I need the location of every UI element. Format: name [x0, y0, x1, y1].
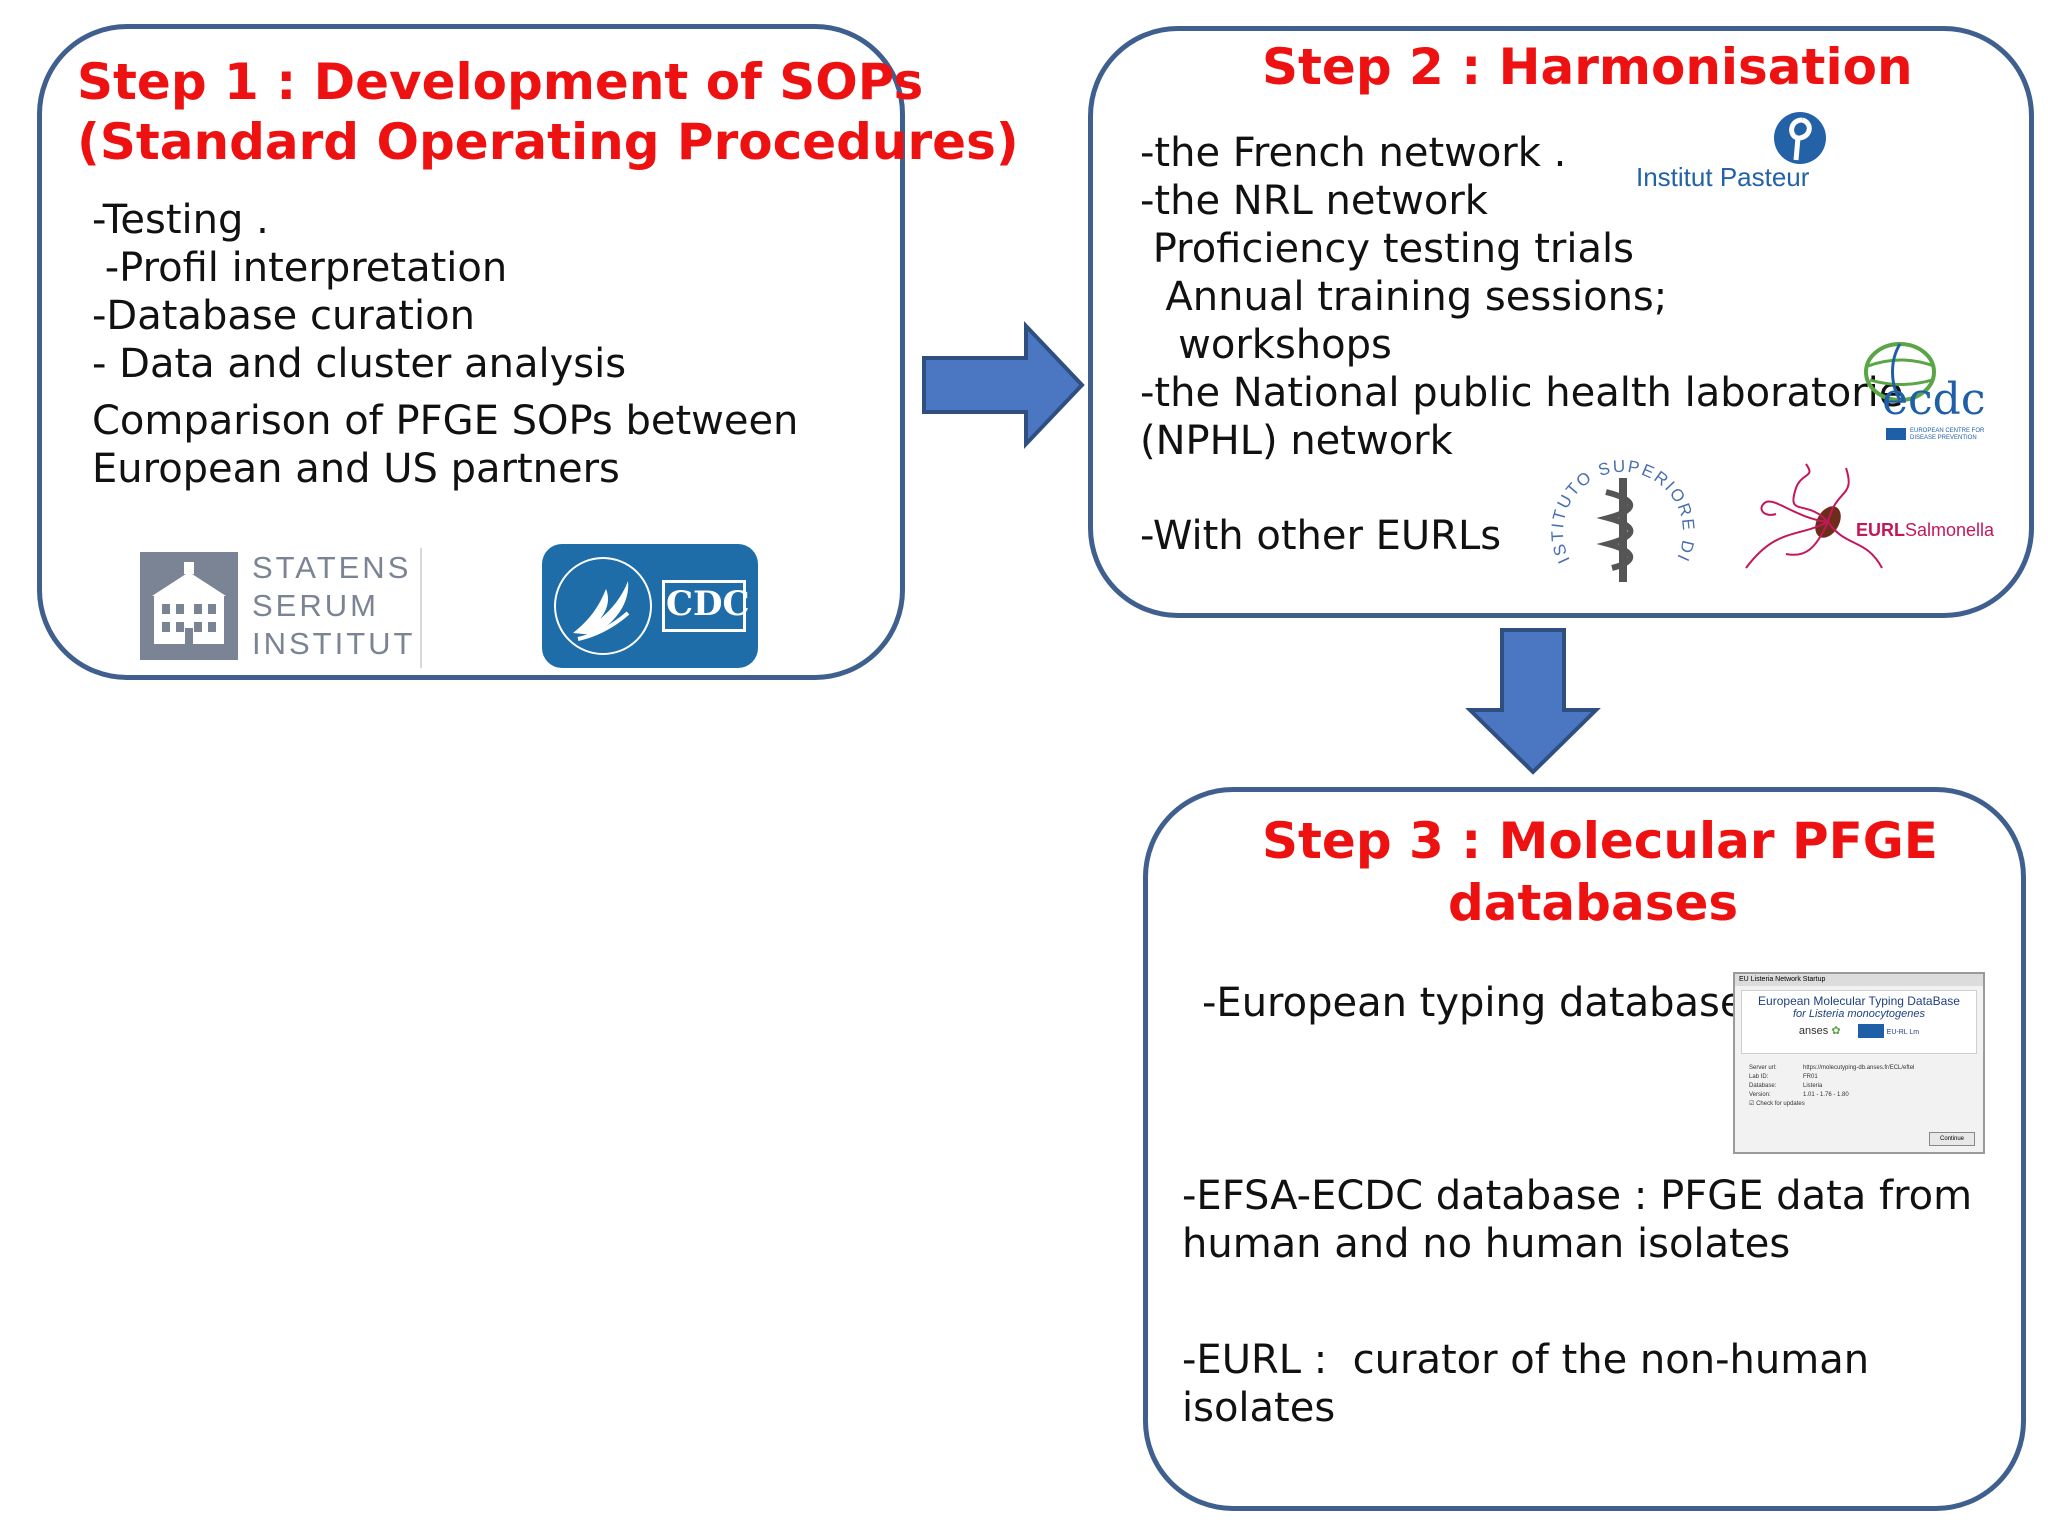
arrow-down-icon	[1465, 628, 1601, 775]
eurl-prefix: EURL	[1856, 520, 1905, 540]
ecdc-eu-flag	[1886, 428, 1906, 440]
step2-box	[1088, 26, 2034, 618]
eurl-salmonella-logo: EURLSalmonella	[1736, 458, 1994, 578]
hhs-eagle-icon	[554, 557, 652, 655]
db-field-value: 1.01 - 1.76 - 1.80	[1803, 1092, 1849, 1098]
step1-item-testing: -Testing .	[92, 197, 269, 243]
db-field-row: Lab ID: FR01	[1749, 1073, 1969, 1082]
step3-item-efsa-line2: human and no human isolates	[1182, 1221, 1791, 1267]
anses-text: anses	[1798, 1025, 1829, 1037]
eurl-label: EURLSalmonella	[1856, 520, 1994, 541]
db-continue-button[interactable]: Continue	[1929, 1132, 1975, 1146]
db-field-label: Database:	[1749, 1083, 1777, 1089]
step2-item-french: -the French network .	[1140, 130, 1567, 176]
iss-logo: ISTITUTO SUPERIORE DI SANITÀ	[1541, 433, 1698, 598]
eurl-lm-text: EU-RL Lm	[1886, 1029, 1920, 1036]
db-header-line1: European Molecular Typing DataBase	[1758, 994, 1960, 1008]
ecdc-subtitle: EUROPEAN CENTRE FOR DISEASE PREVENTION	[1910, 428, 1985, 441]
db-header-line2: for Listeria monocytogenes	[1792, 1008, 1926, 1020]
step2-item-nphl: -the National public health laboratorie	[1140, 370, 1904, 416]
cdc-logo: CDC	[542, 544, 758, 668]
cdc-text: CDC	[666, 584, 750, 624]
pasteur-text: Institut Pasteur	[1636, 162, 1810, 192]
db-header-logos: anses ✿ EU-RL Lm	[1742, 1024, 1976, 1039]
step1-title-line2: (Standard Operating Procedures)	[77, 113, 1019, 171]
step2-item-eurls: -With other EURLs	[1140, 513, 1502, 559]
db-window-titlebar: EU Listeria Network Startup	[1735, 974, 1983, 986]
ssi-building-icon	[140, 552, 238, 660]
step1-paragraph-line1: Comparison of PFGE SOPs between	[92, 398, 799, 444]
db-field-value: FR01	[1803, 1074, 1818, 1080]
institut-pasteur-logo: Institut Pasteur	[1630, 110, 1840, 194]
cdc-text-box	[662, 580, 746, 632]
ssi-text-line1: STATENS	[252, 550, 412, 585]
ecdc-text: ecdc	[1882, 374, 1986, 425]
db-checkbox-row[interactable]: ☑ Check for updates	[1749, 1100, 1969, 1109]
db-field-label: Lab ID:	[1749, 1074, 1769, 1080]
ssi-text-line3: INSTITUT	[252, 626, 416, 661]
db-fields: Server url: https://molecutyping-db.anses…	[1749, 1064, 1969, 1109]
db-window-title: EU Listeria Network Startup	[1739, 976, 1826, 983]
db-startup-screenshot: EU Listeria Network Startup European Mol…	[1733, 972, 1985, 1154]
step3-title-line2: databases	[1448, 874, 1739, 932]
db-field-row: Version: 1.01 - 1.76 - 1.80	[1749, 1091, 1969, 1100]
db-field-value: Listeria	[1803, 1083, 1823, 1089]
step1-item-curation: -Database curation	[92, 293, 475, 339]
step3-item-european-db: -European typing databases	[1202, 980, 1766, 1026]
step3-item-efsa-line1: -EFSA-ECDC database : PFGE data from	[1182, 1173, 1973, 1219]
pasteur-emblem-icon	[1774, 112, 1826, 164]
step1-paragraph-line2: European and US partners	[92, 446, 620, 492]
step2-item-training: Annual training sessions;	[1140, 274, 1668, 320]
ssi-text-line2: SERUM	[252, 588, 379, 623]
step2-item-proficiency: Proficiency testing trials	[1140, 226, 1634, 272]
ssi-logo: STATENS SERUM INSTITUT	[140, 548, 430, 670]
db-field-row: Server url: https://molecutyping-db.anses…	[1749, 1064, 1969, 1073]
anses-icon: ✿	[1831, 1025, 1841, 1037]
step2-title: Step 2 : Harmonisation	[1262, 38, 1913, 96]
step3-box	[1143, 787, 2026, 1511]
db-field-label: Server url:	[1749, 1065, 1777, 1071]
step2-item-nphl-cont: (NPHL) network	[1140, 418, 1453, 464]
step2-item-nrl: -the NRL network	[1140, 178, 1488, 224]
step3-item-eurl-line1: -EURL : curator of the non-human	[1182, 1337, 1870, 1383]
step1-item-analysis: - Data and cluster analysis	[92, 341, 627, 387]
db-header: European Molecular Typing DataBase for L…	[1741, 990, 1977, 1054]
checkbox-icon[interactable]: ☑	[1749, 1101, 1755, 1107]
eurl-name: Salmonella	[1905, 520, 1995, 540]
step3-item-eurl-line2: isolates	[1182, 1385, 1336, 1431]
step2-item-workshops: workshops	[1140, 322, 1392, 368]
arrow-right-icon	[922, 320, 1085, 450]
ssi-divider	[420, 548, 422, 668]
db-checkbox-label: Check for updates	[1756, 1101, 1805, 1107]
ecdc-globe-icon	[1864, 342, 1936, 402]
step1-title-line1: Step 1 : Development of SOPs	[77, 53, 924, 111]
db-field-row: Database: Listeria	[1749, 1082, 1969, 1091]
iss-seal-icon: ISTITUTO SUPERIORE DI SANITÀ	[1541, 433, 1696, 582]
db-field-value: https://molecutyping-db.anses.fr/ECL/eft…	[1803, 1065, 1915, 1071]
salmonella-bacterium-icon	[1745, 463, 1883, 569]
ecdc-logo: ecdc EUROPEAN CENTRE FOR DISEASE PREVENT…	[1860, 336, 2000, 441]
db-field-label: Version:	[1749, 1092, 1771, 1098]
step1-item-profil: -Profil interpretation	[92, 245, 508, 291]
eu-flag-icon	[1857, 1024, 1884, 1039]
step3-title-line1: Step 3 : Molecular PFGE	[1262, 812, 1938, 870]
